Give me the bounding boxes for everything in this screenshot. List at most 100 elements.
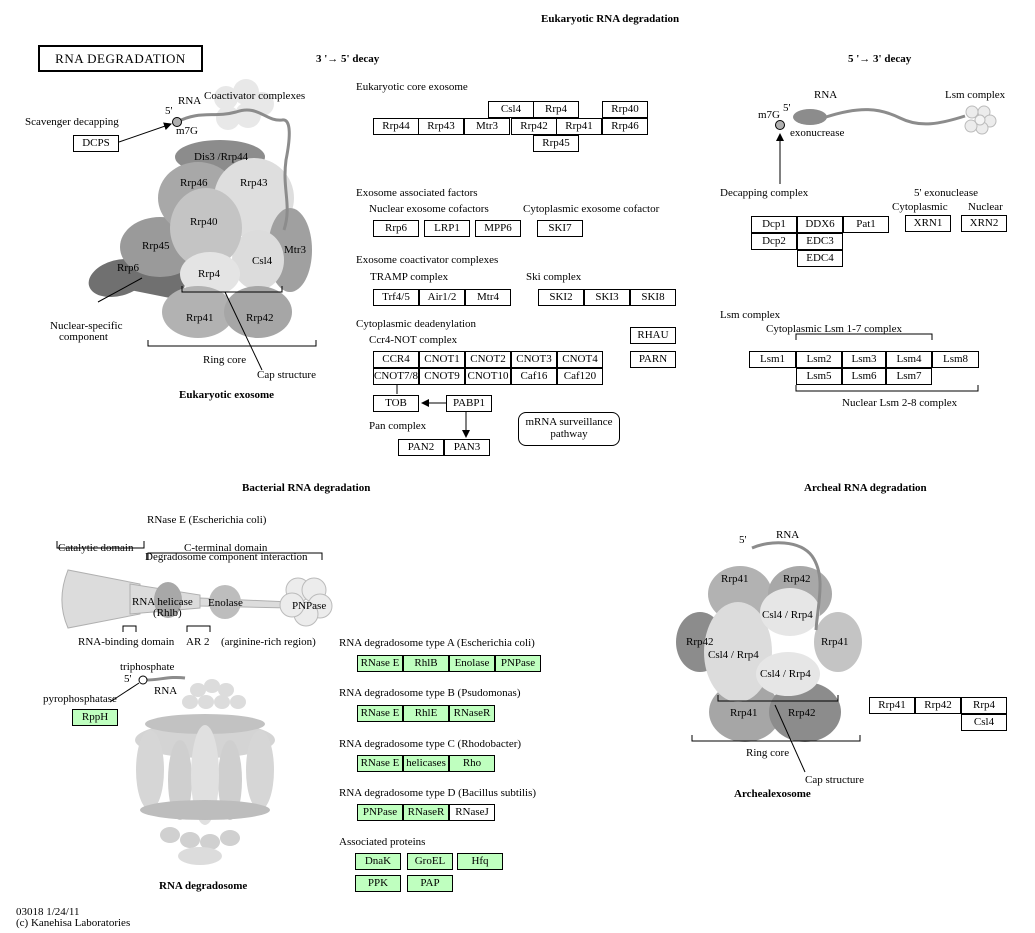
gene-d-pnpase[interactable]: PNPase <box>357 804 403 821</box>
gene-pabp1[interactable]: PABP1 <box>446 395 492 412</box>
gene-rrp43[interactable]: Rrp43 <box>418 118 464 135</box>
gene-lsm8[interactable]: Lsm8 <box>932 351 979 368</box>
gene-pap[interactable]: PAP <box>407 875 453 892</box>
gene-lsm5[interactable]: Lsm5 <box>796 368 842 385</box>
gene-mtr3[interactable]: Mtr3 <box>464 118 510 135</box>
archeal-rrp42-top-label: Rrp42 <box>783 573 811 585</box>
archeal-exosome-caption: Archealexosome <box>734 788 811 800</box>
m7g-53-label: m7G <box>758 109 780 121</box>
gene-hfq[interactable]: Hfq <box>457 853 503 870</box>
gene-b-rnase-e[interactable]: RNase E <box>357 705 403 722</box>
gene-ski3[interactable]: SKI3 <box>584 289 630 306</box>
gene-rrp6[interactable]: Rrp6 <box>373 220 419 237</box>
eukaryotic-exosome-caption: Eukaryotic exosome <box>179 389 275 401</box>
gene-dcp2[interactable]: Dcp2 <box>751 233 797 250</box>
mtr3-label: Mtr3 <box>284 244 306 256</box>
gene-ski2[interactable]: SKI2 <box>538 289 584 306</box>
catalytic-domain-label: Catalytic domain <box>58 542 134 554</box>
mrna-surveillance-pathway-link[interactable]: mRNA surveillance pathway <box>518 412 620 446</box>
gene-archeal-csl4[interactable]: Csl4 <box>961 714 1007 731</box>
gene-c-rho[interactable]: Rho <box>449 755 495 772</box>
gene-caf16[interactable]: Caf16 <box>511 368 557 385</box>
gene-lsm6[interactable]: Lsm6 <box>842 368 886 385</box>
gene-cnot10[interactable]: CNOT10 <box>465 368 511 385</box>
gene-pat1[interactable]: Pat1 <box>843 216 889 233</box>
gene-caf120[interactable]: Caf120 <box>557 368 603 385</box>
gene-ski7[interactable]: SKI7 <box>537 220 583 237</box>
gene-b-rnaser[interactable]: RNaseR <box>449 705 495 722</box>
gene-rrp42[interactable]: Rrp42 <box>511 118 557 135</box>
rrp43-label: Rrp43 <box>240 177 268 189</box>
gene-cnot78[interactable]: CNOT7/8 <box>373 368 419 385</box>
gene-lsm4[interactable]: Lsm4 <box>886 351 932 368</box>
gene-a-enolase[interactable]: Enolase <box>449 655 495 672</box>
gene-cnot3[interactable]: CNOT3 <box>511 351 557 368</box>
gene-rrp45[interactable]: Rrp45 <box>533 135 579 152</box>
gene-c-rnase-e[interactable]: RNase E <box>357 755 403 772</box>
mrna-surveillance-line-2: pathway <box>550 428 588 440</box>
map-title: RNA DEGRADATION <box>38 45 203 72</box>
gene-ppk[interactable]: PPK <box>355 875 401 892</box>
gene-a-rhlb[interactable]: RhlB <box>403 655 449 672</box>
gene-pan3[interactable]: PAN3 <box>444 439 490 456</box>
gene-lsm3[interactable]: Lsm3 <box>842 351 886 368</box>
rrp6-label: Rrp6 <box>117 262 139 274</box>
associated-proteins-label: Associated proteins <box>339 836 426 848</box>
gene-xrn1[interactable]: XRN1 <box>905 215 951 232</box>
footer-copyright: (c) Kanehisa Laboratories <box>16 917 131 929</box>
gene-ddx6[interactable]: DDX6 <box>797 216 843 233</box>
gene-mpp6[interactable]: MPP6 <box>475 220 521 237</box>
gene-b-rhle[interactable]: RhlE <box>403 705 449 722</box>
gene-d-rnaser[interactable]: RNaseR <box>403 804 449 821</box>
ar2-label: AR 2 <box>186 636 210 648</box>
archeal-rrp41-top-label: Rrp41 <box>721 573 749 585</box>
gene-parn[interactable]: PARN <box>630 351 676 368</box>
gene-a-pnpase[interactable]: PNPase <box>495 655 541 672</box>
gene-archeal-rrp4[interactable]: Rrp4 <box>961 697 1007 714</box>
gene-edc4[interactable]: EDC4 <box>797 250 843 267</box>
gene-pan2[interactable]: PAN2 <box>398 439 444 456</box>
gene-c-helicases[interactable]: helicases <box>403 755 449 772</box>
gene-trf45[interactable]: Trf4/5 <box>373 289 419 306</box>
gene-air12[interactable]: Air1/2 <box>419 289 465 306</box>
gene-cnot4[interactable]: CNOT4 <box>557 351 603 368</box>
gene-tob[interactable]: TOB <box>373 395 419 412</box>
gene-rrp41[interactable]: Rrp41 <box>556 118 602 135</box>
gene-csl4[interactable]: Csl4 <box>488 101 534 118</box>
gene-mtr4[interactable]: Mtr4 <box>465 289 511 306</box>
gene-rrp4[interactable]: Rrp4 <box>533 101 579 118</box>
gene-lsm2[interactable]: Lsm2 <box>796 351 842 368</box>
gene-cnot9[interactable]: CNOT9 <box>419 368 465 385</box>
pan-complex-label: Pan complex <box>369 420 427 432</box>
gene-dcp1[interactable]: Dcp1 <box>751 216 797 233</box>
gene-rrp44[interactable]: Rrp44 <box>373 118 419 135</box>
gene-groel[interactable]: GroEL <box>407 853 453 870</box>
gene-dcps[interactable]: DCPS <box>73 135 119 152</box>
archeal-rrp42-left-label: Rrp42 <box>686 636 714 648</box>
exonuclease-label: exonucrease <box>790 127 845 139</box>
gene-archeal-rrp42[interactable]: Rrp42 <box>915 697 961 714</box>
gene-ski8[interactable]: SKI8 <box>630 289 676 306</box>
gene-d-rnasej[interactable]: RNaseJ <box>449 804 495 821</box>
gene-rrp40[interactable]: Rrp40 <box>602 101 648 118</box>
gene-cnot1[interactable]: CNOT1 <box>419 351 465 368</box>
gene-rrp46[interactable]: Rrp46 <box>602 118 648 135</box>
gene-xrn2[interactable]: XRN2 <box>961 215 1007 232</box>
gene-lsm7[interactable]: Lsm7 <box>886 368 932 385</box>
gene-archeal-rrp41[interactable]: Rrp41 <box>869 697 915 714</box>
cyto-lsm-label: Cytoplasmic Lsm 1-7 complex <box>766 323 902 335</box>
ccr4-not-label: Ccr4-NOT complex <box>369 334 458 346</box>
gene-a-rnase-e[interactable]: RNase E <box>357 655 403 672</box>
gene-lsm1[interactable]: Lsm1 <box>749 351 796 368</box>
gene-dnak[interactable]: DnaK <box>355 853 401 870</box>
gene-lrp1[interactable]: LRP1 <box>424 220 470 237</box>
gene-cnot2[interactable]: CNOT2 <box>465 351 511 368</box>
gene-rpph[interactable]: RppH <box>72 709 118 726</box>
archeal-rrp41-right-label: Rrp41 <box>821 636 849 648</box>
csl4-label: Csl4 <box>252 255 273 267</box>
gene-ccr4[interactable]: CCR4 <box>373 351 419 368</box>
gene-rhau[interactable]: RHAU <box>630 327 676 344</box>
gene-edc3[interactable]: EDC3 <box>797 233 843 250</box>
rna-binding-domain-label: RNA-binding domain <box>78 636 175 648</box>
